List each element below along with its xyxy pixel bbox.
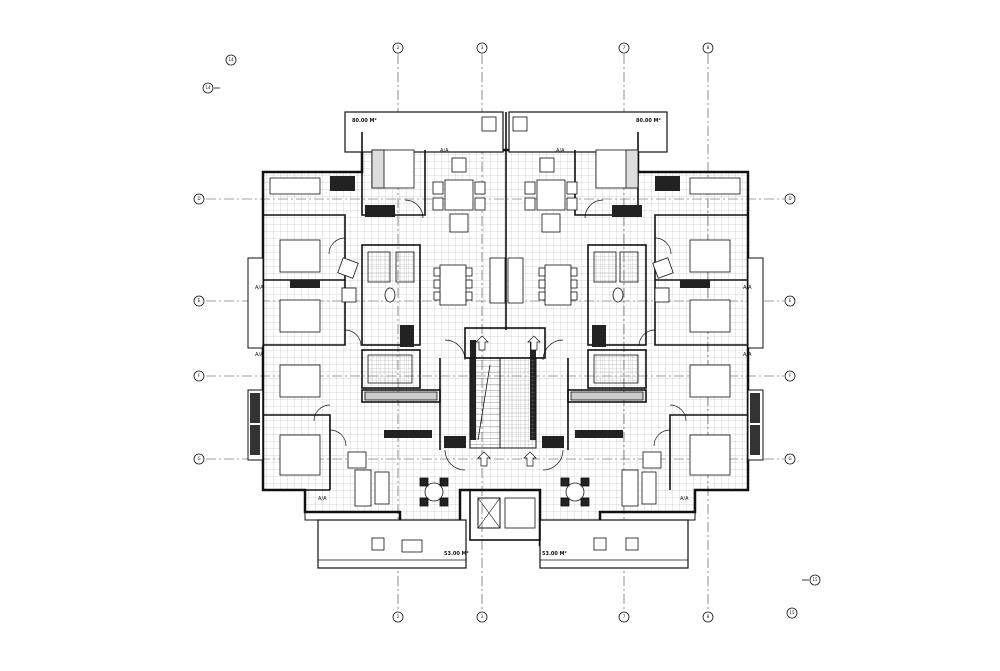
area-label-top-right: 80.00 M² [636,118,661,124]
grid-bubble-label: F [789,373,792,378]
wall-block [250,393,260,423]
section-callout: 15 [802,574,821,586]
ac-label: A/A [680,496,689,502]
lower-wall-right [688,490,696,521]
grid-bubble-top: 7 [618,42,630,54]
grid-bubble-bottom: 3 [476,611,488,623]
building-footprint [247,111,764,569]
grid-bubble-left: E [193,295,205,307]
grid-bubble-top: 3 [476,42,488,54]
grid-bubble-top: 8 [702,42,714,54]
grid-bubble-left: G [193,453,205,465]
balcony-bottom-right [539,519,689,569]
elevator-cab [477,497,501,529]
section-callout: 14 [225,54,237,66]
ac-label: A/A [255,285,264,291]
ac-label: A/A [743,285,752,291]
door-swings [313,199,687,471]
grid-bubble-label: 7 [623,45,626,50]
lower-wall-left [304,490,318,521]
area-label-bottom-left: 53.00 M² [444,551,469,557]
grid-bubble-label: E [198,298,201,303]
callout-label: 15 [812,577,818,582]
section-callout: 14 [202,82,220,94]
grid-bubble-label: 3 [481,45,484,50]
grid-bubble-label: 2 [397,614,400,619]
grid-bubble-bottom: 8 [702,611,714,623]
area-label-top-left: 80.00 M² [352,118,377,124]
callout-label: 14 [228,57,234,62]
grid-bubble-label: D [197,196,200,201]
callout-label: 14 [205,85,211,90]
section-callouts: 14 14 15 15 [202,54,821,619]
wall-block [750,425,760,455]
ac-label: A/A [743,352,752,358]
balcony-side-left [247,257,264,349]
balcony-top-right [508,111,668,153]
grid-bubble-label: G [788,456,791,461]
floor-tiles [263,132,748,545]
grid-bubble-label: G [197,456,200,461]
grid-bubble-left: D [193,193,205,205]
plan-labels: 80.00 M² 80.00 M² 53.00 M² 53.00 M² A/A … [255,118,752,557]
grid-bubble-left: F [193,370,205,382]
wall-block [750,393,760,423]
ac-label: A/A [318,496,327,502]
area-label-bottom-right: 53.00 M² [542,551,567,557]
grid-bubble-bottom: 7 [618,611,630,623]
balcony-bottom-left [317,519,467,569]
grid-bubble-right: E [784,295,796,307]
grid-bubble-label: 7 [623,614,626,619]
grid-bubble-label: 3 [481,614,484,619]
grid-bubble-label: D [788,196,791,201]
grid-bubble-right: F [784,370,796,382]
stair-core [469,335,541,529]
grid-bubble-label: E [789,298,792,303]
grid-bubble-right: D [784,193,796,205]
grid-bubble-right: G [784,453,796,465]
grid-bubble-top: 2 [392,42,404,54]
callout-label: 15 [789,610,795,615]
balcony-side-right [747,257,764,349]
grid-bubble-bottom: 2 [392,611,404,623]
wall-block [250,425,260,455]
ac-label: A/A [255,352,264,358]
furniture [269,116,741,553]
grid-bubbles: 2 3 7 8 2 3 7 8 D E F G D E F G [193,42,796,623]
grid-bubble-label: 8 [707,45,710,50]
balcony-top-left [344,111,504,153]
grid-bubble-label: 2 [397,45,400,50]
grid-bubble-label: 8 [707,614,710,619]
section-callout: 15 [786,607,798,619]
ac-label: A/A [440,148,449,154]
grid-bubble-label: F [198,373,201,378]
ac-label: A/A [556,148,565,154]
